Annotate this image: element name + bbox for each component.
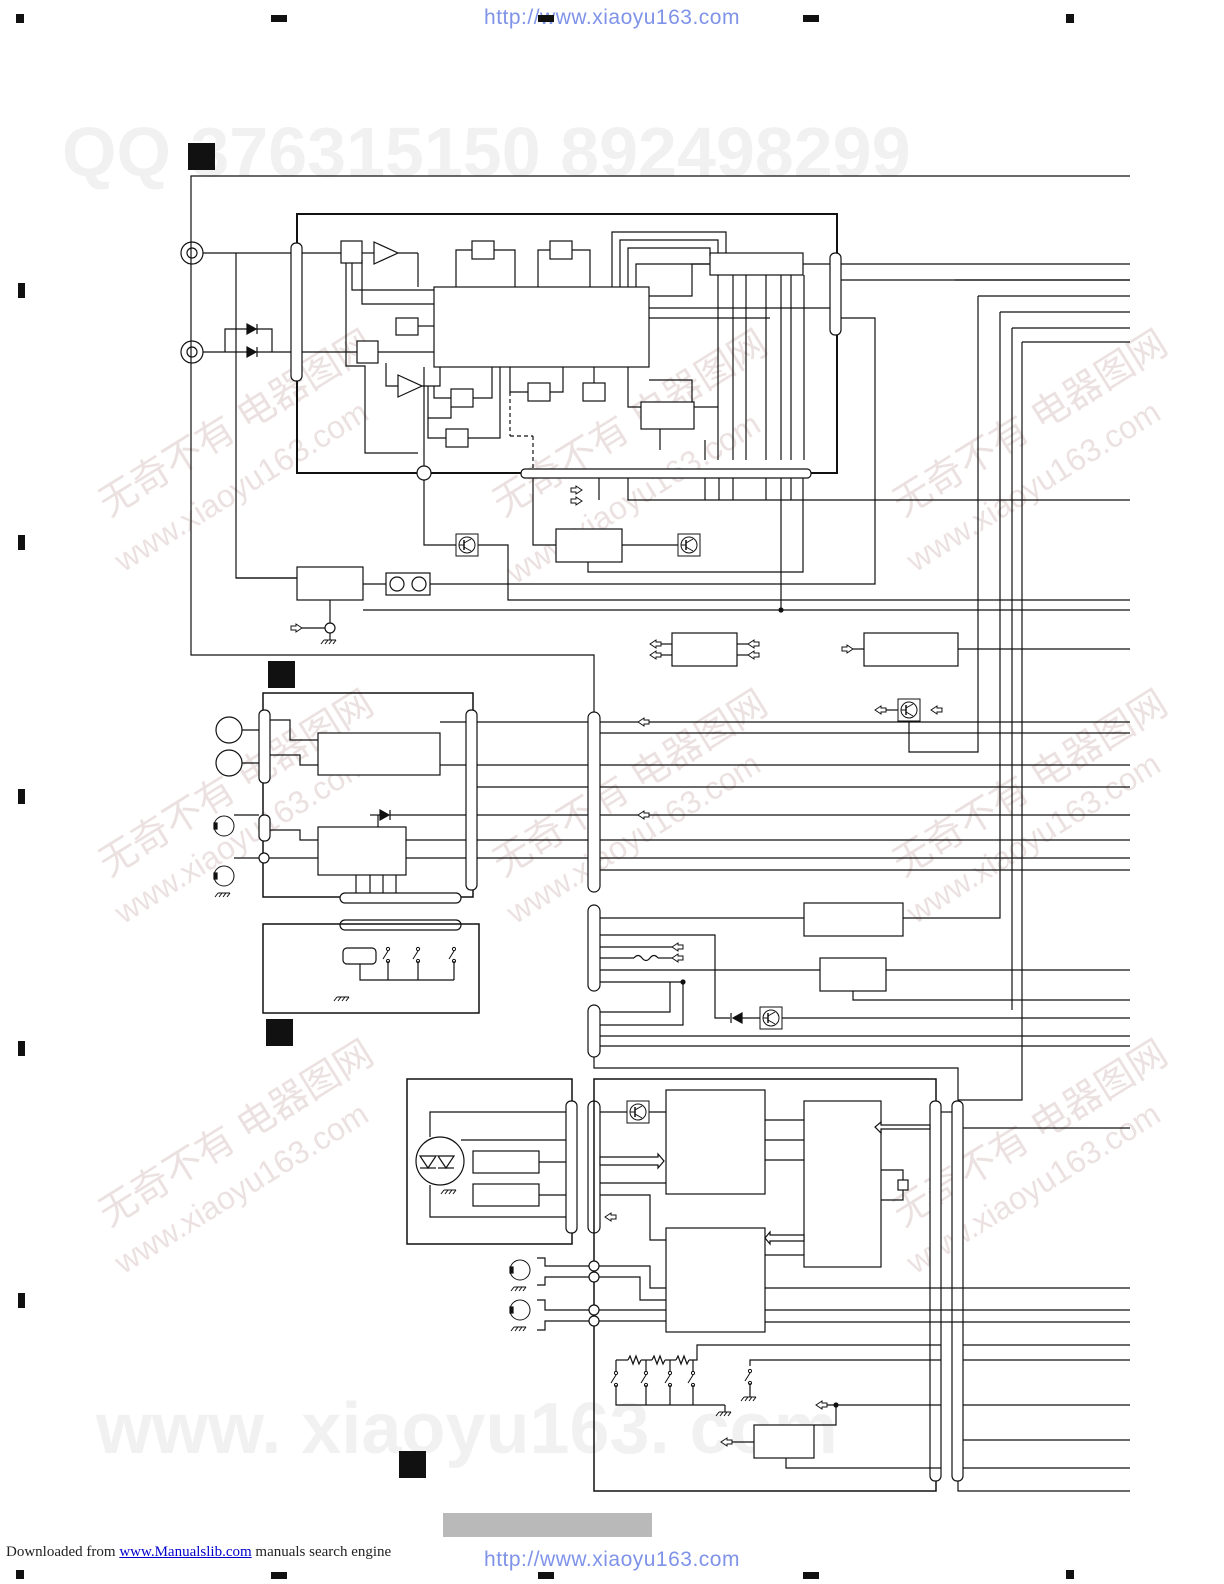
watermark-site-large: www. xiaoyu163. com bbox=[96, 1389, 838, 1469]
reg-mark-bottom-right bbox=[1066, 1570, 1074, 1579]
reg-mark-top-left bbox=[16, 14, 24, 23]
reg-mark-top-1 bbox=[271, 15, 287, 22]
footer-downloaded: Downloaded from www.Manualslib.com manua… bbox=[6, 1544, 391, 1561]
reg-mark-left-3 bbox=[18, 789, 25, 804]
header-url[interactable]: http://www.xiaoyu163.com bbox=[484, 6, 740, 29]
reg-mark-left-5 bbox=[18, 1293, 25, 1308]
footer-manualslib-link[interactable]: www.Manualslib.com bbox=[119, 1544, 252, 1560]
reg-mark-left-2 bbox=[18, 535, 25, 550]
footer-suffix: manuals search engine bbox=[251, 1544, 392, 1560]
reg-mark-left-4 bbox=[18, 1041, 25, 1056]
footer-prefix: Downloaded from bbox=[6, 1544, 116, 1560]
reg-mark-bottom-3 bbox=[803, 1572, 819, 1579]
reg-mark-top-2 bbox=[538, 15, 554, 22]
footer-url[interactable]: http://www.xiaoyu163.com bbox=[484, 1548, 740, 1571]
reg-mark-bottom-1 bbox=[271, 1572, 287, 1579]
reg-mark-top-right bbox=[1066, 14, 1074, 23]
reg-mark-bottom-left bbox=[16, 1570, 24, 1579]
page-number-bar bbox=[443, 1513, 652, 1537]
reg-mark-bottom-2 bbox=[538, 1572, 554, 1579]
reg-mark-left-1 bbox=[18, 283, 25, 298]
reg-mark-top-3 bbox=[803, 15, 819, 22]
